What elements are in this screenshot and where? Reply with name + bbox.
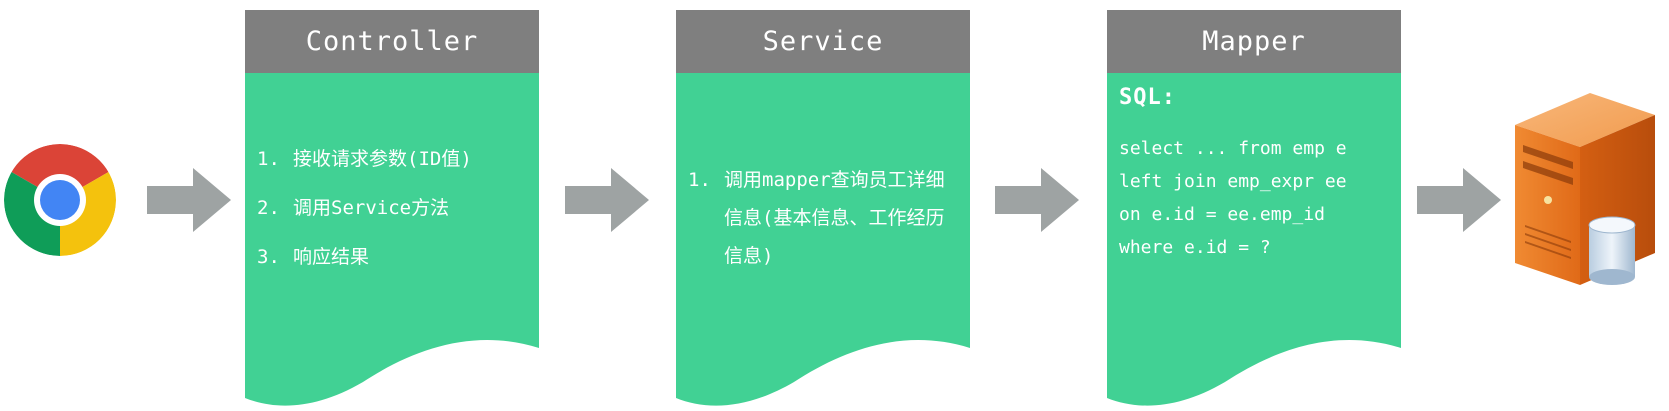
list-item: 3. 响应结果 (257, 245, 527, 269)
step-text: 接收请求参数(ID值) (293, 148, 472, 170)
step-text: 响应结果 (293, 246, 370, 268)
service-title: Service (762, 26, 884, 57)
mapper-card: Mapper SQL: select ... from emp e left jo… (1107, 10, 1401, 410)
controller-title: Controller (305, 26, 479, 57)
database-server-icon (1515, 93, 1655, 285)
card-shape (245, 10, 539, 406)
flow-arrow (565, 168, 649, 232)
chrome-browser-icon (4, 144, 116, 256)
sql-line: select ... from emp e (1119, 138, 1347, 159)
service-steps: 1. 调用mapper查询员工详细信息(基本信息、工作经历信息) (688, 161, 958, 275)
mapper-title: Mapper (1202, 26, 1306, 57)
sql-line: left join emp_expr ee (1119, 171, 1347, 192)
card-shape (1107, 10, 1401, 406)
card-shape (676, 10, 970, 406)
step-number: 1. (688, 169, 711, 191)
step-number: 3. (257, 246, 280, 268)
service-card: Service 1. 调用mapper查询员工详细信息(基本信息、工作经历信息) (676, 10, 970, 410)
sql-line: where e.id = ? (1119, 237, 1271, 258)
controller-card: Controller 1. 接收请求参数(ID值) 2. 调用Service方法… (245, 10, 539, 410)
flow-arrow (147, 168, 231, 232)
list-item: 1. 接收请求参数(ID值) (257, 147, 527, 171)
list-item: 2. 调用Service方法 (257, 196, 527, 220)
step-text: 调用Service方法 (293, 197, 450, 219)
step-number: 1. (257, 148, 280, 170)
controller-steps: 1. 接收请求参数(ID值) 2. 调用Service方法 3. 响应结果 (257, 147, 527, 294)
sql-label: SQL: (1119, 85, 1176, 110)
step-number: 2. (257, 197, 280, 219)
sql-line: on e.id = ee.emp_id (1119, 204, 1325, 225)
list-item: 1. 调用mapper查询员工详细信息(基本信息、工作经历信息) (688, 161, 958, 275)
sql-code: select ... from emp e left join emp_expr … (1119, 132, 1389, 264)
flow-arrow (995, 168, 1079, 232)
step-text: 调用mapper查询员工详细信息(基本信息、工作经历信息) (724, 169, 945, 267)
flow-arrow (1417, 168, 1501, 232)
